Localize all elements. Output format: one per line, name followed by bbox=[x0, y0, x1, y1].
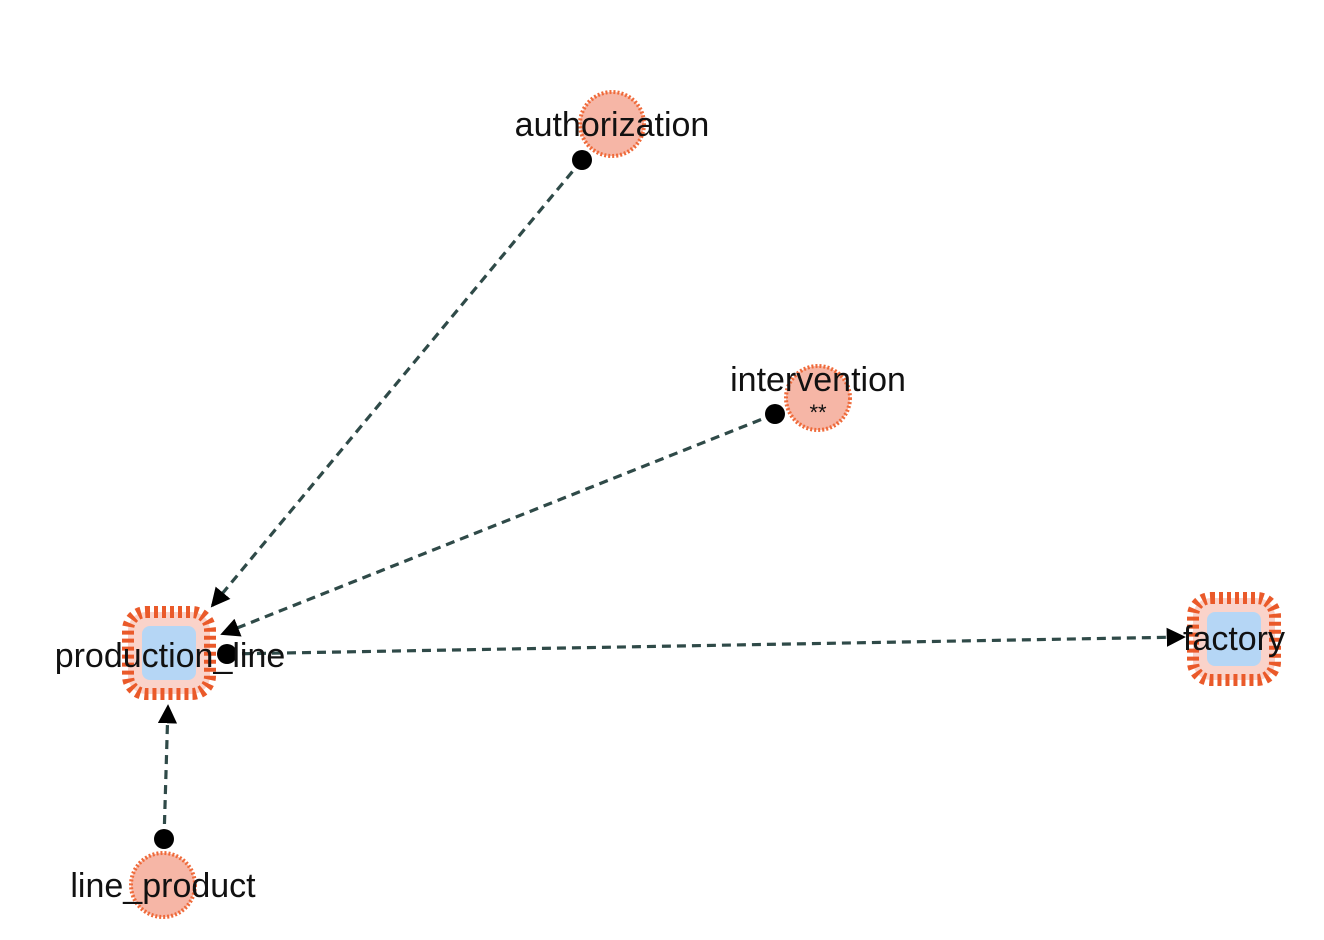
edge-tail-dot bbox=[217, 644, 237, 664]
edge-production-line-factory[interactable] bbox=[217, 627, 1186, 664]
node-production-line[interactable]: production_line bbox=[55, 606, 286, 700]
node-label: intervention bbox=[730, 361, 906, 399]
node-authorization[interactable]: authorization bbox=[515, 90, 710, 158]
node-label: line_product bbox=[70, 867, 256, 905]
node-intervention[interactable]: intervention ** bbox=[730, 361, 906, 432]
node-label: production_line bbox=[55, 637, 286, 675]
square-node-border bbox=[122, 606, 216, 700]
edge-tail-dot bbox=[572, 150, 592, 170]
node-line-product[interactable]: line_product bbox=[70, 851, 256, 919]
node-label: authorization bbox=[515, 106, 710, 144]
square-node-icon bbox=[1207, 612, 1261, 666]
edge-line bbox=[220, 412, 776, 637]
edge-tail-dot bbox=[765, 404, 785, 424]
circle-node-icon bbox=[784, 364, 852, 432]
node-factory[interactable]: factory bbox=[1183, 592, 1285, 686]
edge-line bbox=[157, 704, 178, 840]
edge-intervention-production-line[interactable] bbox=[220, 404, 785, 637]
circle-node-icon bbox=[578, 90, 646, 158]
edge-line bbox=[226, 627, 1186, 656]
square-node-border bbox=[1187, 592, 1281, 686]
circle-node-icon bbox=[129, 851, 197, 919]
square-node-icon bbox=[142, 626, 196, 680]
edge-tail-dot bbox=[154, 829, 174, 849]
edges bbox=[154, 150, 1186, 849]
node-sublabel: ** bbox=[809, 400, 827, 425]
node-label: factory bbox=[1183, 620, 1285, 658]
edge-authorization-production-line[interactable] bbox=[210, 150, 592, 608]
nodes: authorization intervention ** production… bbox=[55, 90, 1285, 919]
edge-line bbox=[210, 158, 584, 608]
edge-line-product-production-line[interactable] bbox=[154, 704, 178, 849]
